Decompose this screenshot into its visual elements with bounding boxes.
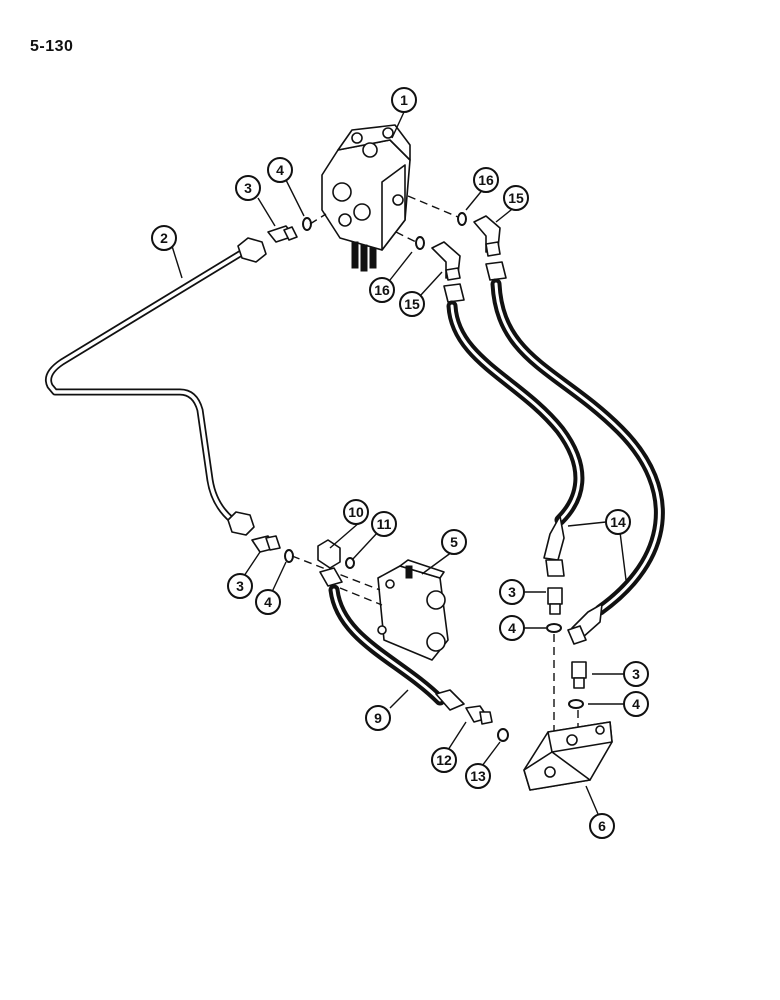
svg-text:11: 11: [377, 516, 392, 532]
callout-part-3: 3: [623, 661, 649, 687]
elbow-fitting-part-15-upper: [473, 215, 501, 257]
svg-text:3: 3: [236, 578, 244, 594]
adapter-fitting-part-12: [465, 705, 493, 725]
elbow-fitting-part-15-lower: [431, 241, 461, 281]
callout-part-3: 3: [499, 579, 525, 605]
svg-text:13: 13: [470, 768, 486, 784]
svg-text:16: 16: [478, 172, 494, 188]
valve-body-part-5: [377, 559, 449, 661]
svg-text:1: 1: [400, 92, 408, 108]
svg-text:3: 3: [244, 180, 252, 196]
o-ring-part-4-lower-left: [284, 549, 294, 563]
o-ring-part-4-right-upper: [546, 623, 562, 633]
svg-text:4: 4: [276, 162, 284, 178]
callout-part-1: 1: [391, 87, 417, 113]
callout-part-4: 4: [255, 589, 281, 615]
callout-part-16: 16: [473, 167, 499, 193]
callout-part-6: 6: [589, 813, 615, 839]
fitting-part-3-right-lower: [571, 661, 587, 689]
fitting-part-3-valve: [267, 225, 298, 243]
o-ring-part-4-valve: [302, 217, 312, 231]
svg-text:10: 10: [348, 504, 364, 520]
callout-part-3: 3: [235, 175, 261, 201]
callout-part-13: 13: [465, 763, 491, 789]
svg-text:15: 15: [404, 296, 420, 312]
elbow-fitting-part-10: [317, 539, 341, 569]
control-valve-part-1: [321, 124, 411, 272]
page-number: 5-130: [30, 38, 74, 55]
callout-part-9: 9: [365, 705, 391, 731]
o-ring-part-11: [345, 557, 355, 569]
callout-part-4: 4: [499, 615, 525, 641]
callout-part-12: 12: [431, 747, 457, 773]
svg-text:9: 9: [374, 710, 382, 726]
svg-text:3: 3: [508, 584, 516, 600]
svg-text:2: 2: [160, 230, 168, 246]
o-ring-part-13: [497, 728, 509, 742]
manifold-block-part-6: [523, 721, 613, 791]
o-ring-part-16-upper: [457, 212, 467, 226]
svg-text:3: 3: [632, 666, 640, 682]
fitting-part-3-right-upper: [547, 587, 563, 615]
hose-part-14-right: [485, 261, 665, 645]
o-ring-part-16-lower: [415, 236, 425, 250]
svg-text:4: 4: [264, 594, 272, 610]
o-ring-part-4-right-lower: [568, 699, 584, 709]
callout-part-4: 4: [623, 691, 649, 717]
callout-part-15: 15: [503, 185, 529, 211]
callout-part-11: 11: [371, 511, 397, 537]
callout-part-14: 14: [605, 509, 631, 535]
steel-tube-part-2: [45, 237, 267, 536]
svg-text:15: 15: [508, 190, 524, 206]
svg-text:5: 5: [450, 534, 458, 550]
svg-text:14: 14: [610, 514, 626, 530]
svg-text:6: 6: [598, 818, 606, 834]
svg-text:4: 4: [508, 620, 516, 636]
callout-part-2: 2: [151, 225, 177, 251]
callout-part-4: 4: [267, 157, 293, 183]
svg-text:16: 16: [374, 282, 390, 298]
callout-part-3: 3: [227, 573, 253, 599]
hose-part-14-left: [443, 283, 585, 577]
svg-text:4: 4: [632, 696, 640, 712]
hose-part-9: [319, 567, 465, 711]
callout-part-10: 10: [343, 499, 369, 525]
callout-part-16: 16: [369, 277, 395, 303]
callout-part-5: 5: [441, 529, 467, 555]
callout-part-15: 15: [399, 291, 425, 317]
fitting-part-3-lower-left: [251, 535, 281, 553]
svg-text:12: 12: [436, 752, 452, 768]
